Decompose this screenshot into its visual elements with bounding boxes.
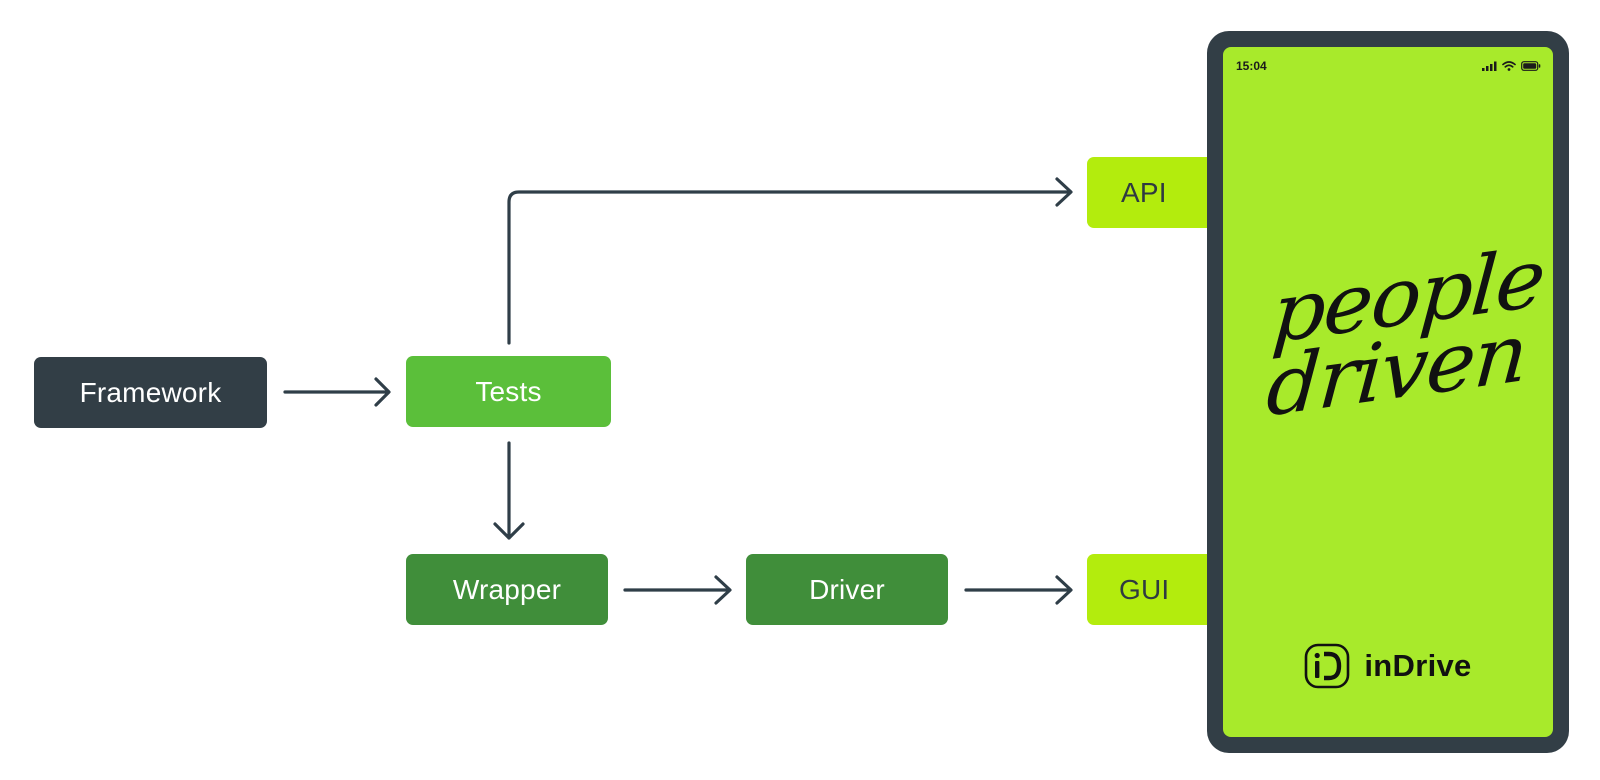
driver-node: Driver	[746, 554, 948, 625]
gui-node: GUI	[1087, 554, 1227, 625]
api-node: API	[1087, 157, 1227, 228]
framework-label: Framework	[79, 376, 222, 408]
indrive-logo-icon	[1305, 643, 1350, 689]
arrow-tests-wrapper	[493, 441, 525, 540]
phone-screen: 15:04	[1223, 47, 1553, 737]
wrapper-node: Wrapper	[406, 554, 608, 625]
brand-name: inDrive	[1364, 648, 1472, 683]
gui-label: GUI	[1119, 573, 1170, 605]
framework-node: Framework	[34, 357, 267, 428]
arrow-driver-gui	[964, 575, 1073, 605]
arrow-framework-tests	[283, 377, 391, 407]
tests-label: Tests	[475, 375, 542, 407]
slogan: people driven	[1264, 231, 1547, 435]
arrow-group	[283, 177, 1073, 605]
tests-node: Tests	[406, 356, 611, 427]
driver-label: Driver	[809, 573, 885, 605]
status-icons	[1482, 61, 1541, 71]
arrow-tests-api	[507, 177, 1073, 345]
brand: inDrive	[1223, 643, 1553, 689]
wifi-icon	[1502, 61, 1516, 71]
phone-frame: 15:04	[1207, 31, 1569, 753]
battery-icon	[1521, 61, 1541, 71]
status-time: 15:04	[1236, 59, 1267, 73]
status-bar: 15:04	[1236, 58, 1541, 74]
wrapper-label: Wrapper	[452, 573, 562, 605]
arrow-wrapper-driver	[623, 575, 732, 605]
api-label: API	[1121, 176, 1167, 208]
signal-icon	[1482, 61, 1497, 71]
